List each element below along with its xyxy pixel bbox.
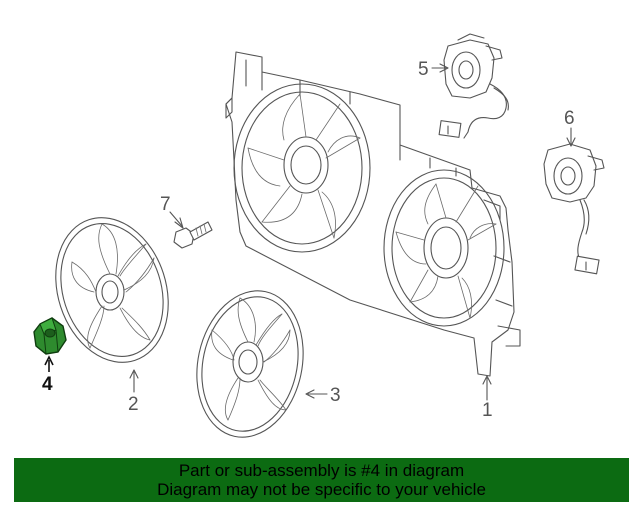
banner-line-2: Diagram may not be specific to your vehi…	[157, 480, 486, 499]
callout-4: 4	[42, 374, 53, 395]
callout-2: 2	[128, 394, 139, 415]
parts-diagram: 1 2 3 4 5 6 7	[33, 33, 605, 438]
nut-part-4	[33, 317, 67, 372]
callout-6: 6	[564, 108, 575, 129]
fan-shroud	[225, 51, 521, 401]
callout-3: 3	[330, 385, 341, 406]
callout-1: 1	[482, 400, 493, 421]
fan-blade-center	[196, 290, 328, 438]
callout-7: 7	[160, 194, 171, 215]
info-banner: Part or sub-assembly is #4 in diagram Di…	[14, 458, 629, 502]
fan-motor-5	[431, 33, 509, 139]
banner-line-1: Part or sub-assembly is #4 in diagram	[178, 461, 465, 480]
fan-blade-left	[55, 217, 169, 393]
fan-motor-6	[543, 127, 605, 275]
bolt-part-7	[169, 211, 213, 249]
callout-5: 5	[418, 59, 429, 80]
